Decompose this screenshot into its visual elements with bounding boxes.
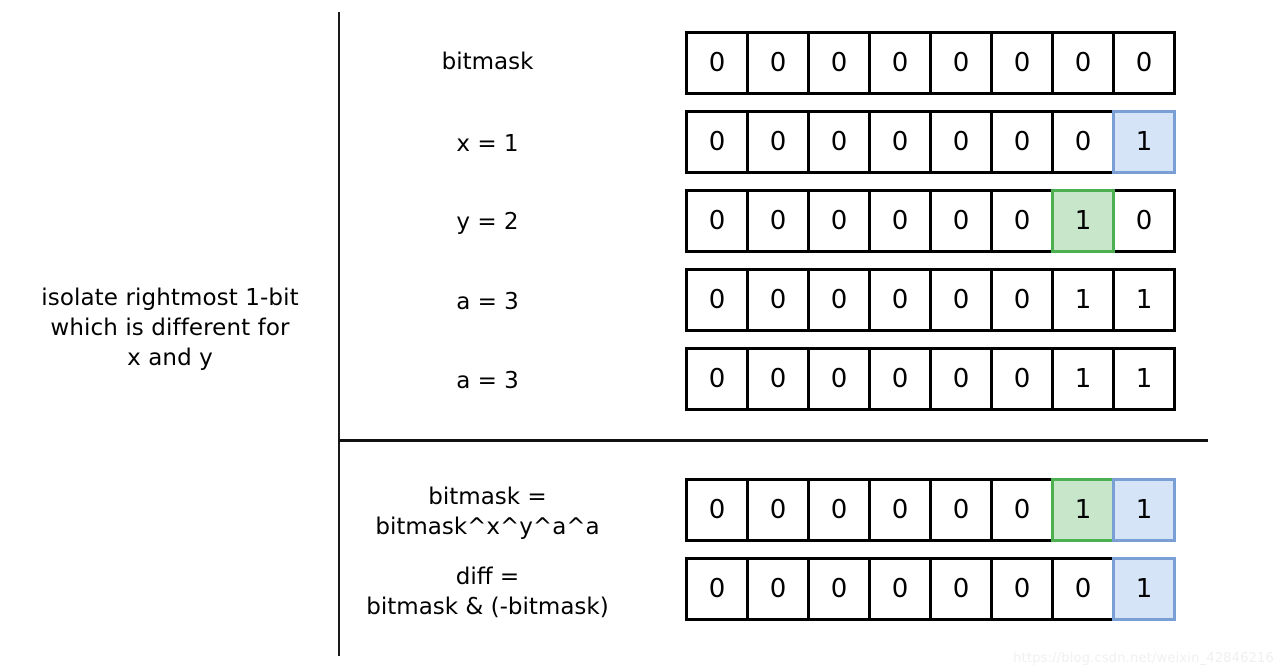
- row-label: y = 2: [345, 208, 630, 237]
- row-label-line: a = 3: [456, 368, 519, 394]
- vertical-divider: [338, 12, 340, 656]
- bit-cell: 0: [929, 557, 993, 621]
- row-label-line: bitmask^x^y^a^a: [375, 514, 600, 540]
- bit-cell: 1: [1112, 557, 1176, 621]
- row-label: x = 1: [345, 130, 630, 159]
- bit-cell: 0: [990, 31, 1054, 95]
- bit-cell: 0: [807, 478, 871, 542]
- bit-cell: 0: [1112, 189, 1176, 253]
- row-label-line: a = 3: [456, 289, 519, 315]
- bit-cell: 0: [807, 110, 871, 174]
- row-label: a = 3: [345, 367, 630, 396]
- bit-cell: 0: [929, 347, 993, 411]
- bit-cell: 0: [868, 557, 932, 621]
- bit-cell: 0: [685, 347, 749, 411]
- bit-cell: 0: [929, 110, 993, 174]
- bit-cell: 0: [685, 110, 749, 174]
- row-label-line: diff =: [455, 564, 520, 590]
- bit-cell: 0: [1051, 31, 1115, 95]
- bit-cell: 0: [990, 478, 1054, 542]
- row-label: bitmask: [345, 48, 630, 77]
- bit-cell: 0: [929, 31, 993, 95]
- bit-cell: 1: [1051, 478, 1115, 542]
- row-label-line: bitmask & (-bitmask): [366, 594, 609, 620]
- row-label-line: bitmask: [441, 49, 534, 75]
- bit-cell: 0: [685, 268, 749, 332]
- bit-cell: 0: [868, 189, 932, 253]
- row-label: diff = bitmask & (-bitmask): [345, 562, 630, 622]
- bit-cell: 1: [1051, 268, 1115, 332]
- bit-cell: 1: [1112, 268, 1176, 332]
- bit-cell: 0: [746, 189, 810, 253]
- bit-cell: 0: [746, 347, 810, 411]
- bit-cell: 0: [807, 347, 871, 411]
- bit-cell: 0: [746, 31, 810, 95]
- row-label-line: bitmask =: [428, 484, 547, 510]
- bit-cell: 0: [746, 268, 810, 332]
- bit-cell: 0: [929, 478, 993, 542]
- bit-cell: 0: [807, 189, 871, 253]
- bit-cell: 0: [807, 31, 871, 95]
- explanation-line-3: x and y: [127, 345, 213, 371]
- bit-cell: 0: [685, 478, 749, 542]
- bit-cell: 0: [990, 189, 1054, 253]
- bit-cell: 0: [868, 31, 932, 95]
- bit-cell: 0: [1051, 557, 1115, 621]
- bit-cell: 0: [1112, 31, 1176, 95]
- bit-cell: 0: [1051, 110, 1115, 174]
- explanation-text: isolate rightmost 1-bit which is differe…: [8, 283, 332, 373]
- explanation-line-2: which is different for: [50, 315, 290, 341]
- bit-cell: 0: [746, 478, 810, 542]
- bit-cell: 0: [685, 557, 749, 621]
- bit-cell: 0: [807, 268, 871, 332]
- bit-cell: 0: [990, 347, 1054, 411]
- bit-cell: 0: [990, 110, 1054, 174]
- explanation-line-1: isolate rightmost 1-bit: [41, 285, 299, 311]
- bit-cell: 1: [1112, 478, 1176, 542]
- row-label: a = 3: [345, 288, 630, 317]
- row-label: bitmask = bitmask^x^y^a^a: [345, 482, 630, 542]
- bit-cell: 0: [929, 189, 993, 253]
- row-label-line: x = 1: [456, 131, 519, 157]
- bit-cell: 0: [746, 110, 810, 174]
- row-label-line: y = 2: [456, 209, 519, 235]
- bit-cell: 1: [1051, 347, 1115, 411]
- bit-cell: 0: [868, 110, 932, 174]
- bit-cell: 0: [990, 557, 1054, 621]
- bit-cell: 0: [868, 478, 932, 542]
- bit-cell: 1: [1112, 110, 1176, 174]
- bit-cell: 0: [990, 268, 1054, 332]
- bit-cell: 0: [807, 557, 871, 621]
- bit-cell: 0: [685, 31, 749, 95]
- bit-cell: 1: [1051, 189, 1115, 253]
- bit-cell: 0: [685, 189, 749, 253]
- horizontal-divider: [338, 439, 1208, 442]
- bit-cell: 0: [746, 557, 810, 621]
- bit-cell: 0: [868, 268, 932, 332]
- bit-cell: 0: [929, 268, 993, 332]
- bit-cell: 0: [868, 347, 932, 411]
- bit-cell: 1: [1112, 347, 1176, 411]
- watermark: https://blog.csdn.net/weixin_42846216: [1013, 651, 1274, 666]
